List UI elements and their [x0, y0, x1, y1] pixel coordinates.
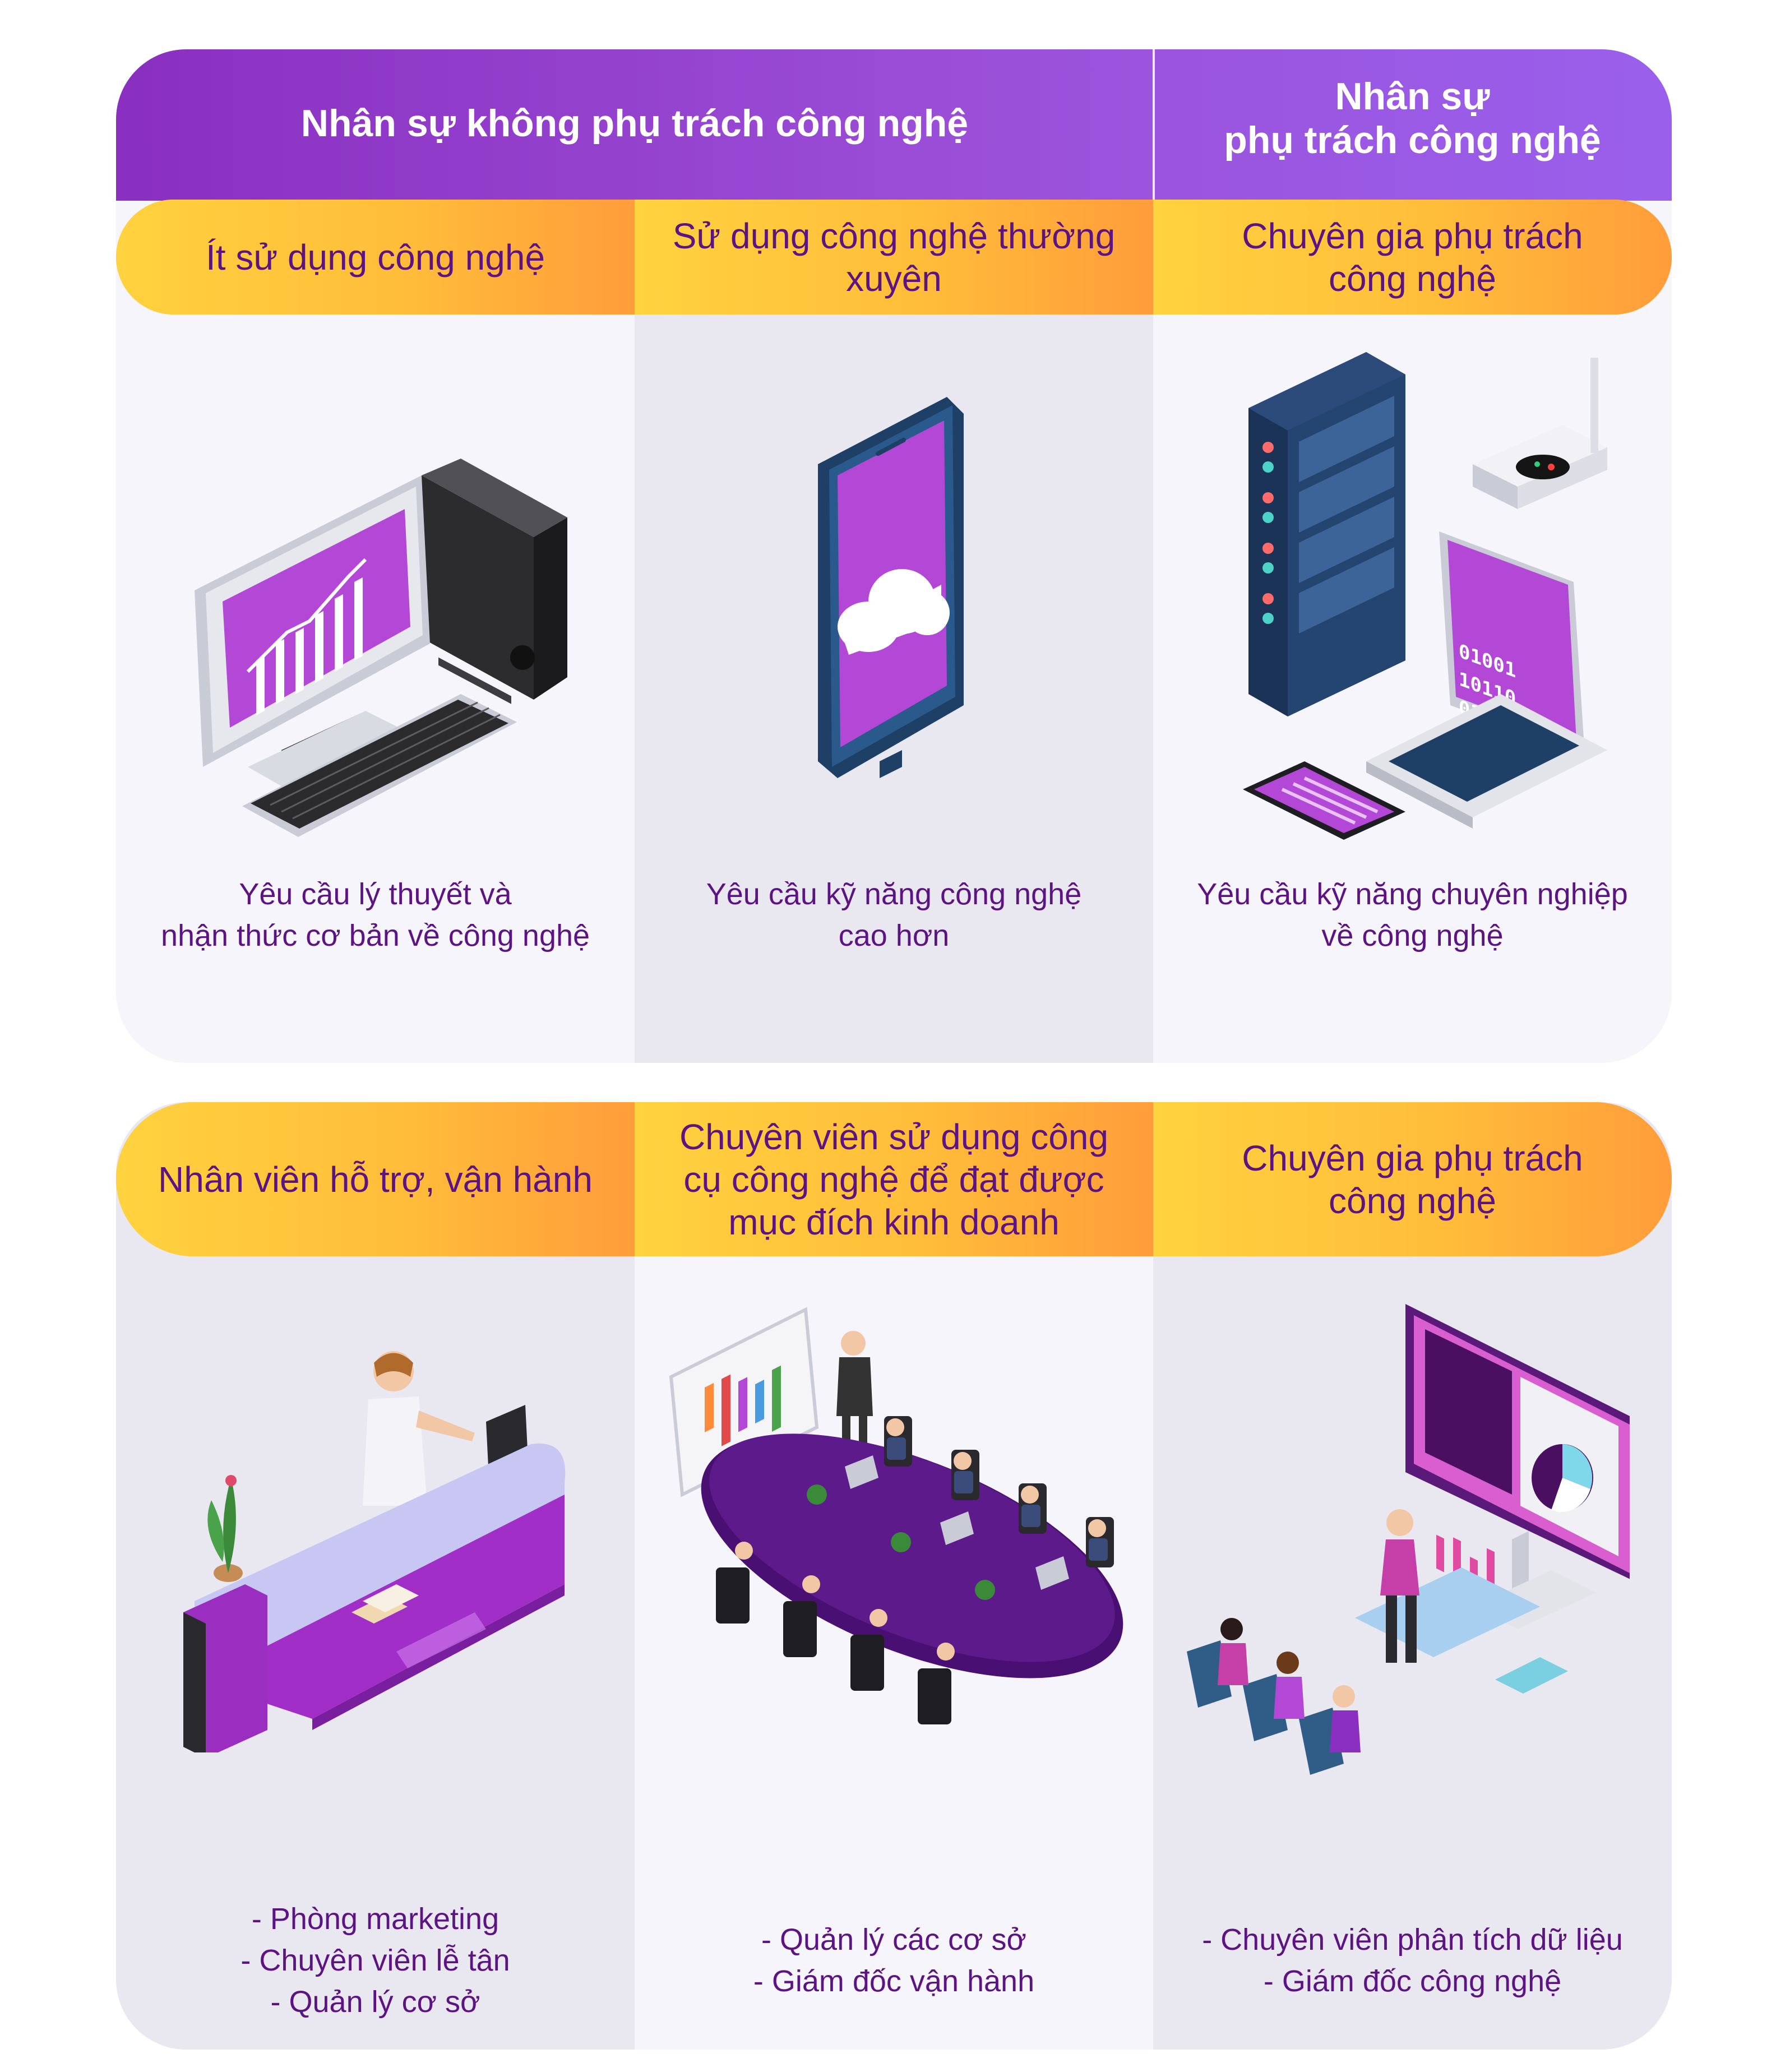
bottom-caption-1: - Phòng marketing - Chuyên viên lễ tân -…	[116, 1898, 635, 2023]
bottom-category-1: Nhân viên hỗ trợ, vận hành	[116, 1102, 635, 1256]
caption-line: - Phòng marketing	[251, 1902, 499, 1936]
category-title-line: mục đích kinh doanh	[728, 1201, 1060, 1242]
top-category-3: Chuyên gia phụ trách công nghệ	[1153, 200, 1672, 314]
data-analysis-presentation-icon	[1187, 1304, 1630, 1775]
server-laptop-router-icon: 01001 10110 01011 11010	[1243, 352, 1607, 840]
caption-line: - Chuyên viên lễ tân	[240, 1944, 510, 1977]
caption-line: Yêu cầu lý thuyết và	[239, 877, 512, 911]
header-right-line-2: phụ trách công nghệ	[1224, 119, 1601, 161]
top-category-1: Ít sử dụng công nghệ	[116, 200, 635, 314]
header-right-line-1: Nhân sự	[1335, 75, 1490, 118]
bottom-panel: Nhân viên hỗ trợ, vận hành Chuyên viên s…	[116, 1102, 1672, 2050]
top-category-strip: Ít sử dụng công nghệ Sử dụng công nghệ t…	[116, 200, 1672, 314]
category-title: Ít sử dụng công nghệ	[205, 237, 545, 278]
category-title-line: Chuyên gia phụ trách	[1242, 215, 1583, 256]
top-category-2: Sử dụng công nghệ thường xuyên	[635, 200, 1153, 314]
caption-line: - Chuyên viên phân tích dữ liệu	[1202, 1923, 1623, 1957]
top-caption-3: Yêu cầu kỹ năng chuyên nghiệp về công ng…	[1153, 873, 1672, 956]
header-tech-staff: Nhân sự phụ trách công nghệ	[1153, 49, 1672, 200]
smartphone-cloud-icon	[818, 397, 964, 778]
header-divider	[1153, 49, 1155, 201]
meeting-room-icon	[669, 1307, 1123, 1724]
bottom-caption-3: - Chuyên viên phân tích dữ liệu - Giám đ…	[1153, 1919, 1672, 2002]
caption-line: - Quản lý các cơ sở	[761, 1923, 1026, 1957]
category-title-line: công nghệ	[1329, 1180, 1496, 1221]
caption-line: Yêu cầu kỹ năng công nghệ	[706, 877, 1082, 911]
caption-line: nhận thức cơ bản về công nghệ	[160, 919, 590, 952]
category-title: Nhân viên hỗ trợ, vận hành	[158, 1159, 593, 1200]
caption-line: - Quản lý cơ sở	[270, 1985, 480, 2019]
caption-line: - Giám đốc công nghệ	[1263, 1964, 1562, 1998]
bottom-category-strip: Nhân viên hỗ trợ, vận hành Chuyên viên s…	[116, 1102, 1672, 1256]
bottom-category-2: Chuyên viên sử dụng công cụ công nghệ để…	[635, 1102, 1153, 1256]
category-title-line: Chuyên viên sử dụng công	[679, 1116, 1109, 1157]
category-title-line: Sử dụng công nghệ thường	[672, 215, 1116, 256]
category-title-line: xuyên	[846, 258, 942, 299]
desktop-computer-icon	[195, 459, 567, 837]
top-panel: Nhân sự không phụ trách công nghệ Nhân s…	[116, 49, 1672, 1063]
top-header-banner: Nhân sự không phụ trách công nghệ Nhân s…	[116, 49, 1672, 201]
caption-line: Yêu cầu kỹ năng chuyên nghiệp	[1197, 877, 1628, 911]
bottom-caption-2: - Quản lý các cơ sở - Giám đốc vận hành	[635, 1919, 1153, 2002]
top-caption-2: Yêu cầu kỹ năng công nghệ cao hơn	[635, 873, 1153, 956]
reception-desk-icon	[183, 1351, 566, 1752]
category-title-line: Chuyên gia phụ trách	[1242, 1137, 1583, 1178]
bottom-category-3: Chuyên gia phụ trách công nghệ	[1153, 1102, 1672, 1256]
caption-line: về công nghệ	[1321, 919, 1504, 952]
header-left-text: Nhân sự không phụ trách công nghệ	[300, 102, 969, 145]
category-title-line: cụ công nghệ để đạt được	[683, 1159, 1104, 1200]
caption-line: cao hơn	[838, 919, 950, 952]
header-non-tech-staff: Nhân sự không phụ trách công nghệ	[116, 49, 1153, 200]
category-title-line: công nghệ	[1329, 258, 1496, 299]
caption-line: - Giám đốc vận hành	[753, 1964, 1035, 1998]
top-caption-1: Yêu cầu lý thuyết và nhận thức cơ bản về…	[116, 873, 635, 956]
